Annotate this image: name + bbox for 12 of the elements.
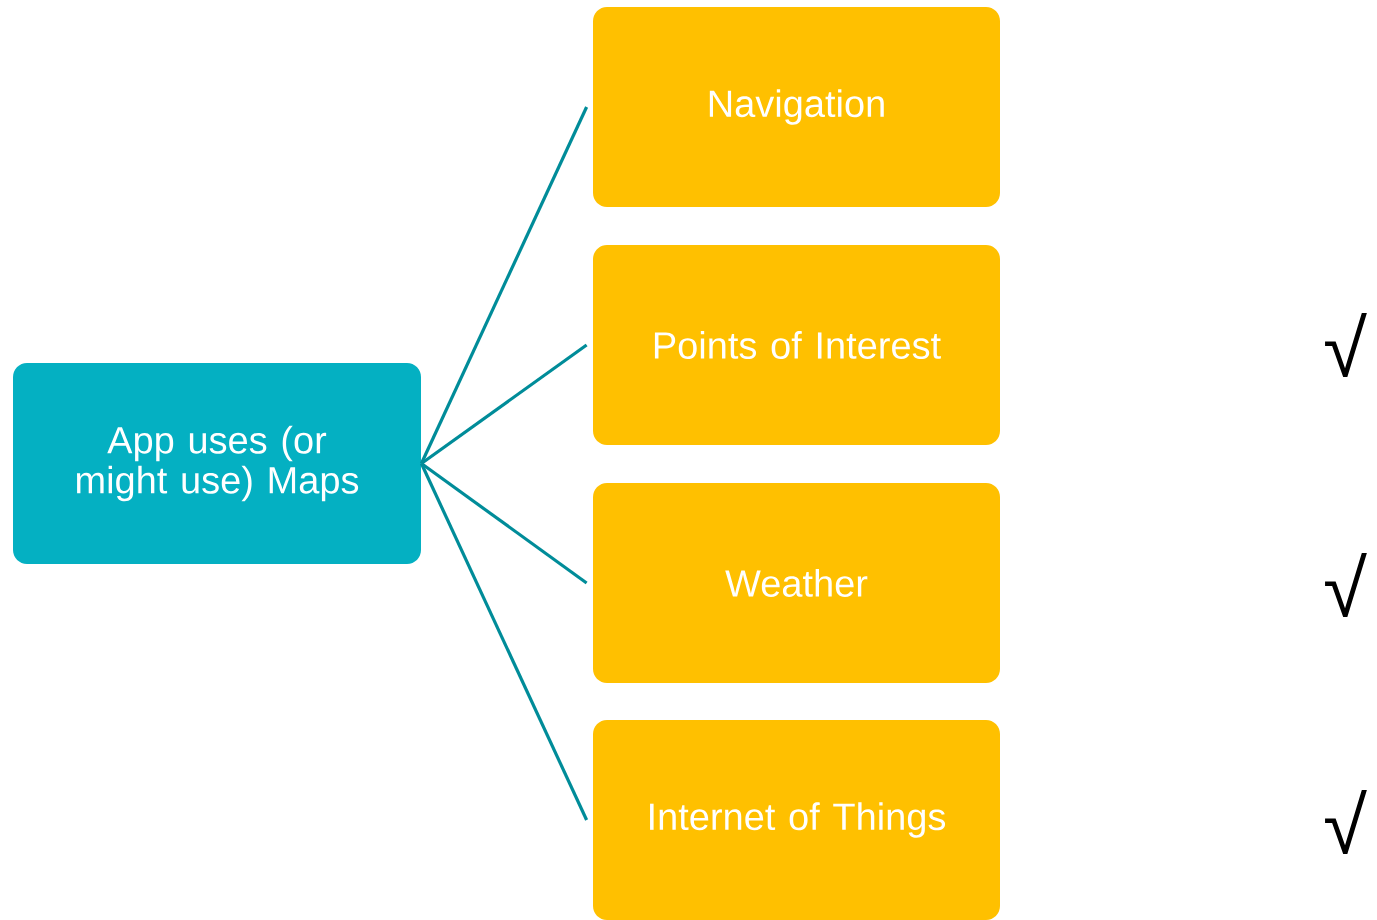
check-mark: √ xyxy=(1325,553,1367,617)
category-box: Weather xyxy=(593,483,1000,683)
check-mark: √ xyxy=(1325,313,1367,377)
connector-line xyxy=(420,462,588,585)
connector-line xyxy=(419,462,589,821)
check-mark: √ xyxy=(1325,790,1367,854)
category-box: Internet of Things xyxy=(593,720,1000,920)
category-box: Points of Interest xyxy=(593,245,1000,445)
connector-line xyxy=(420,343,588,465)
connector-line xyxy=(419,106,589,465)
category-box: Navigation xyxy=(593,7,1000,207)
topic-box: App uses (or might use) Maps xyxy=(13,363,421,564)
